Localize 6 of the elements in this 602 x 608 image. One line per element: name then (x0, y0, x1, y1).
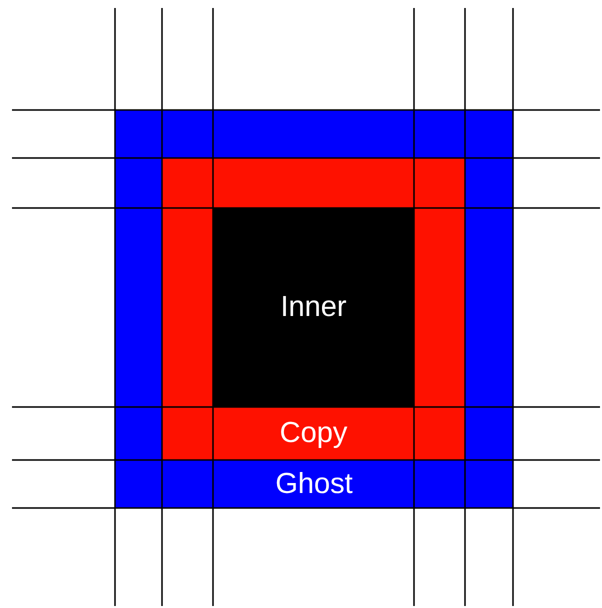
middle-band (162, 158, 465, 460)
region-label: Copy (280, 417, 348, 450)
region-label: Ghost (275, 468, 353, 500)
outer-band (115, 110, 513, 508)
region-label: Inner (280, 291, 347, 324)
inner-square (213, 208, 414, 407)
